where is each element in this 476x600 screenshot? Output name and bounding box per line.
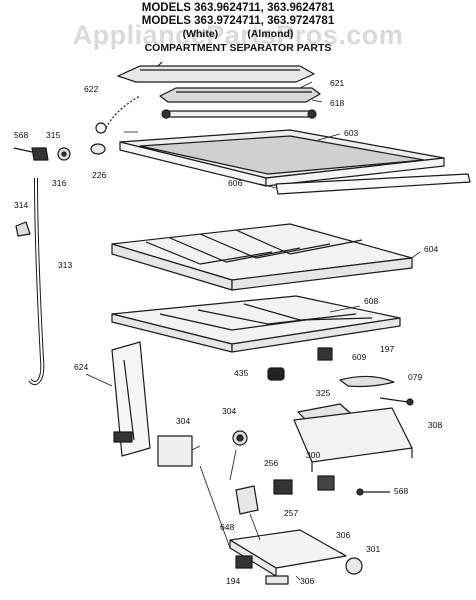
header-section-title: COMPARTMENT SEPARATOR PARTS [144,42,332,54]
part-label-308: 308 [428,420,443,430]
part-301-knob [345,557,363,575]
part-306-housing [229,529,347,577]
header-color-line: (White) (Almond) [182,28,294,40]
part-label-257: 257 [284,508,299,518]
part-label-313: 313 [58,260,73,270]
part-608-pan [111,295,401,353]
part-648-thermostat [235,485,259,515]
part-194-label [265,575,289,585]
part-label-197: 197 [380,344,395,354]
part-label-606: 606 [228,178,243,188]
part-435-knob [267,367,285,381]
watermark: AppliancePartsPros.com [72,20,404,50]
part-618-rod [161,109,317,119]
part-label-194: 194 [226,576,241,586]
part-label-325: 325 [316,388,331,398]
part-label-603: 603 [344,128,359,138]
part-label-609: 609 [352,352,367,362]
part-label-624: 624 [74,362,89,372]
part-609-button [317,347,333,361]
header-models-line-2: MODELS 363.9724711, 363.9724781 [141,15,335,27]
part-624-panel [111,341,151,457]
part-label-304-right: 304 [222,406,237,416]
part-label-300: 300 [306,450,321,460]
part-label-314: 314 [14,200,29,210]
part-604-separator [111,223,413,291]
part-603-shelf [119,129,471,195]
part-label-435: 435 [234,368,249,378]
part-621-bar [159,87,321,103]
part-label-226: 226 [92,170,107,180]
part-label-568-left: 568 [14,130,29,140]
part-label-622: 622 [84,84,99,94]
part-label-306-right: 306 [336,530,351,540]
part-label-301: 301 [366,544,381,554]
part-label-621: 621 [330,78,345,88]
part-label-618: 618 [330,98,345,108]
part-label-315-top: 315 [46,130,61,140]
part-622-bracket [117,61,315,83]
part-label-256: 256 [264,458,279,468]
part-label-306-bottom: 306 [300,576,315,586]
part-label-304-left: 304 [176,416,191,426]
part-label-608: 608 [364,296,379,306]
header-models-line-1: MODELS 363.9624711, 363.9624781 [141,2,335,14]
part-left-assembly [13,95,141,161]
part-label-648: 648 [220,522,235,532]
part-197-cord [339,375,395,388]
leader-lines [85,81,421,581]
part-079-screw [379,397,414,406]
part-label-568-right: 568 [394,486,409,496]
part-304-thermostat [157,430,248,467]
part-256-switch [273,479,293,495]
part-300-light [317,475,335,491]
part-label-604: 604 [424,244,439,254]
part-568-screw [356,488,390,496]
part-308-housing [293,407,413,472]
part-label-079: 079 [408,372,423,382]
part-label-316: 316 [52,178,67,188]
part-313-cable [15,177,45,385]
